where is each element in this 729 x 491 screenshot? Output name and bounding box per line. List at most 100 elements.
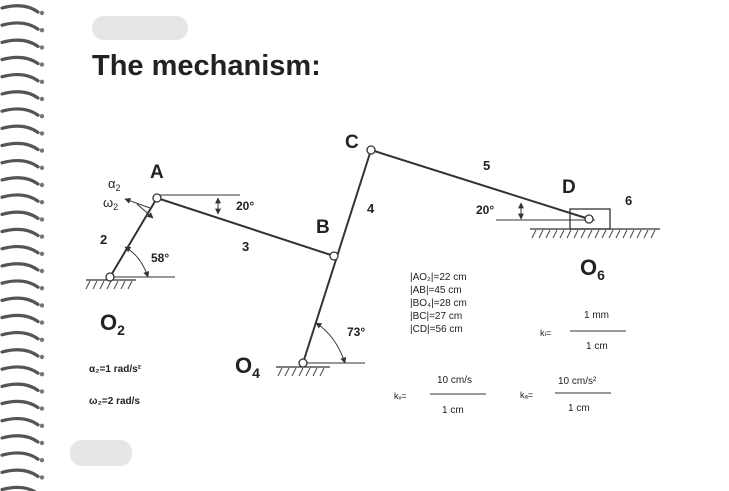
label-angle-20-ab: 20° bbox=[236, 199, 254, 213]
ground-hatch-line bbox=[601, 229, 607, 239]
spiral-hole bbox=[39, 45, 45, 50]
spiral-hole bbox=[39, 337, 45, 342]
spiral-ring bbox=[0, 210, 40, 220]
spiral-ring bbox=[0, 21, 40, 31]
ground-hatch-line bbox=[643, 229, 649, 239]
ground-hatch-line bbox=[636, 229, 642, 239]
dimension-bo4: |BO₄|=28 cm bbox=[410, 298, 467, 309]
spiral-hole bbox=[39, 406, 45, 411]
spiral-hole bbox=[39, 200, 45, 205]
ground-hatch-line bbox=[99, 280, 105, 290]
spiral-ring bbox=[0, 468, 40, 478]
label-omega2: ω2 bbox=[103, 195, 118, 212]
joint-a bbox=[152, 193, 162, 203]
spiral-hole bbox=[39, 62, 45, 67]
scale-kv: kᵥ= 10 cm/s 1 cm bbox=[394, 375, 486, 416]
spiral-ring bbox=[0, 399, 40, 410]
label-angle-73: 73° bbox=[347, 325, 365, 339]
spiral-hole bbox=[39, 251, 45, 256]
label-link-2: 2 bbox=[100, 232, 107, 247]
spiral-ring bbox=[0, 107, 40, 117]
alpha-arrow bbox=[136, 203, 154, 219]
dimension-ab: |AB|=45 cm bbox=[410, 285, 462, 296]
ground-hatch-line bbox=[538, 229, 544, 239]
link-3 bbox=[156, 197, 335, 257]
ground-hatch-line bbox=[545, 229, 551, 239]
scale-kv-label: kᵥ= bbox=[394, 391, 407, 401]
label-link-6: 6 bbox=[625, 193, 632, 208]
spiral-hole bbox=[39, 10, 45, 16]
label-angle-20-cd: 20° bbox=[476, 203, 494, 217]
spiral-hole bbox=[39, 320, 45, 325]
joint-o4 bbox=[298, 358, 308, 368]
spiral-hole bbox=[39, 372, 45, 377]
label-ground-o6: O6 bbox=[580, 255, 605, 283]
ground-hatch-line bbox=[92, 280, 98, 290]
spiral-hole bbox=[39, 148, 45, 153]
spiral-ring bbox=[0, 382, 40, 392]
ground-hatch-line bbox=[622, 229, 628, 239]
spiral-hole bbox=[39, 79, 45, 85]
slider-guide bbox=[530, 228, 660, 239]
spiral-hole bbox=[39, 28, 45, 33]
ground-hatch-line bbox=[106, 280, 112, 290]
spiral-hole bbox=[39, 114, 45, 119]
ground-hatch-line bbox=[559, 229, 565, 239]
spiral-hole bbox=[39, 131, 45, 136]
label-point-c: C bbox=[345, 132, 359, 153]
scale-ka: kₐ= 10 cm/s² 1 cm bbox=[520, 376, 611, 414]
label-point-a: A bbox=[150, 162, 164, 183]
label-link-3: 3 bbox=[242, 239, 249, 254]
spiral-ring bbox=[0, 451, 40, 461]
spiral-ring bbox=[0, 38, 40, 48]
label-link-5: 5 bbox=[483, 158, 490, 173]
spiral-hole bbox=[39, 389, 45, 394]
dimension-cd: |CD|=56 cm bbox=[410, 324, 463, 335]
spiral-binding bbox=[0, 4, 45, 491]
ground-hatch-line bbox=[608, 229, 614, 239]
ground-hatch-line bbox=[573, 229, 579, 239]
joint-d bbox=[584, 214, 594, 224]
spiral-hole bbox=[39, 217, 45, 222]
spiral-ring bbox=[0, 330, 40, 341]
scale-kl-denominator: 1 cm bbox=[586, 341, 608, 352]
angle-arc-73 bbox=[315, 322, 347, 364]
scale-kl: kₗ= 1 mm 1 cm bbox=[540, 310, 626, 352]
spiral-hole bbox=[39, 440, 45, 446]
spiral-ring bbox=[0, 90, 40, 100]
ground-hatch-line bbox=[587, 229, 593, 239]
ground-hatch-line bbox=[566, 229, 572, 239]
spiral-ring bbox=[0, 296, 40, 306]
label-ground-o4: O4 bbox=[235, 353, 260, 381]
spiral-hole bbox=[39, 475, 45, 480]
spiral-ring bbox=[0, 141, 40, 152]
ground-hatch-line bbox=[305, 367, 311, 377]
spiral-ring bbox=[0, 434, 40, 444]
spiral-ring bbox=[0, 244, 40, 255]
spiral-hole bbox=[39, 268, 45, 274]
spiral-ring bbox=[0, 193, 40, 203]
spiral-ring bbox=[0, 227, 40, 238]
omega-arrow bbox=[124, 198, 151, 209]
ground-hatch-line bbox=[298, 367, 304, 377]
spiral-ring bbox=[0, 485, 37, 491]
spiral-ring bbox=[0, 176, 40, 186]
spiral-hole bbox=[39, 458, 45, 463]
ground-hatch-line bbox=[319, 367, 325, 377]
spiral-hole bbox=[39, 234, 45, 239]
ground-hatch-line bbox=[127, 280, 133, 290]
ground-hatch-line bbox=[312, 367, 318, 377]
label-point-b: B bbox=[316, 217, 330, 238]
spiral-ring bbox=[0, 262, 40, 272]
ground-hatch-line bbox=[531, 229, 537, 239]
ground-o4 bbox=[276, 366, 330, 377]
spiral-hole bbox=[39, 423, 45, 428]
angle-arc-58 bbox=[124, 246, 150, 278]
ground-hatch-line bbox=[277, 367, 283, 377]
link-5 bbox=[370, 149, 590, 220]
ground-hatch-line bbox=[580, 229, 586, 239]
spiral-ring bbox=[0, 124, 40, 134]
spiral-hole bbox=[39, 182, 45, 188]
redacted-blob-bottom bbox=[70, 440, 132, 466]
ground-hatch-line bbox=[291, 367, 297, 377]
